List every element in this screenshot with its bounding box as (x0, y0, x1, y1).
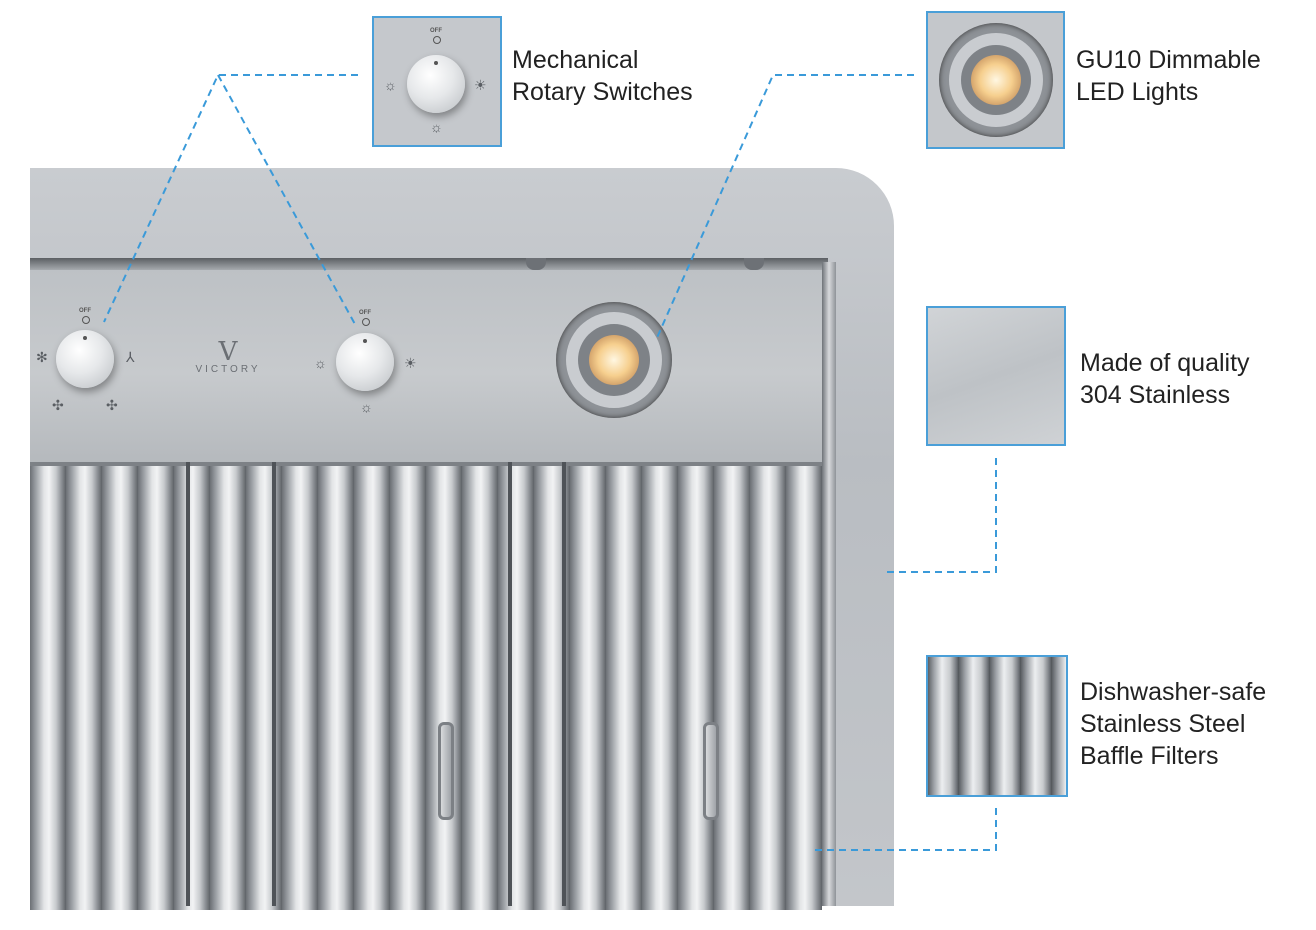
fan-icon: ✻ (36, 349, 48, 365)
bulb-icon: ☀ (474, 77, 487, 93)
bulb-icon: ☼ (384, 77, 397, 93)
switches-callout-label: Mechanical Rotary Switches (512, 46, 693, 106)
baffle-filters (30, 462, 822, 910)
lights-callout-label: GU10 Dimmable LED Lights (1076, 46, 1261, 106)
brand-logo: V VICTORY (188, 337, 268, 375)
lights-callout-thumbnail (926, 11, 1065, 149)
bulb-icon: ☀ (404, 355, 417, 371)
panel-top-shadow (30, 258, 828, 270)
steel-texture (928, 308, 1064, 444)
filters-callout-thumbnail (926, 655, 1068, 797)
filter-divider (272, 462, 276, 906)
stainless-connector-line (884, 458, 997, 573)
filter-texture (928, 657, 1066, 795)
switches-callout-thumbnail: OFF ☼ ☀ ☼ (372, 16, 502, 147)
bulb-icon: ☼ (430, 119, 443, 135)
led-light-thumbnail (939, 23, 1053, 137)
light-knob-thumbnail (407, 55, 465, 113)
off-indicator-icon (362, 318, 370, 326)
led-bulb (971, 55, 1021, 105)
knob-off-label: OFF (79, 308, 91, 314)
bulb-icon: ☼ (360, 399, 373, 415)
lights-connector-line (655, 74, 914, 341)
knob-off-label: OFF (359, 310, 371, 316)
hood-side-edge (822, 262, 836, 906)
filter-divider (186, 462, 190, 906)
switches-connector-line (103, 74, 358, 323)
screw (744, 258, 764, 270)
filter-handle[interactable] (703, 722, 719, 820)
fan-speed-knob[interactable] (56, 330, 114, 388)
filter-divider (562, 462, 566, 906)
stainless-callout-label: Made of quality 304 Stainless (1080, 349, 1250, 409)
led-light (556, 302, 672, 418)
fan-icon: ✣ (52, 397, 64, 413)
off-indicator-icon (82, 316, 90, 324)
filter-divider (508, 462, 512, 906)
fan-icon: ✣ (106, 397, 118, 413)
control-panel (30, 258, 828, 468)
screw (526, 258, 546, 270)
filters-connector-line (812, 808, 997, 851)
off-indicator-icon (433, 36, 441, 44)
fan-icon: ⅄ (126, 349, 135, 365)
knob-off-label: OFF (430, 28, 442, 34)
brand-logo-icon: V (218, 337, 238, 367)
bulb-icon: ☼ (314, 355, 327, 371)
light-knob[interactable] (336, 333, 394, 391)
filters-callout-label: Dishwasher-safe Stainless Steel Baffle F… (1080, 678, 1267, 770)
led-bulb (589, 335, 639, 385)
filter-handle[interactable] (438, 722, 454, 820)
stainless-callout-thumbnail (926, 306, 1066, 446)
switches-connector-branch (217, 74, 357, 327)
brand-logo-text: VICTORY (195, 364, 261, 375)
